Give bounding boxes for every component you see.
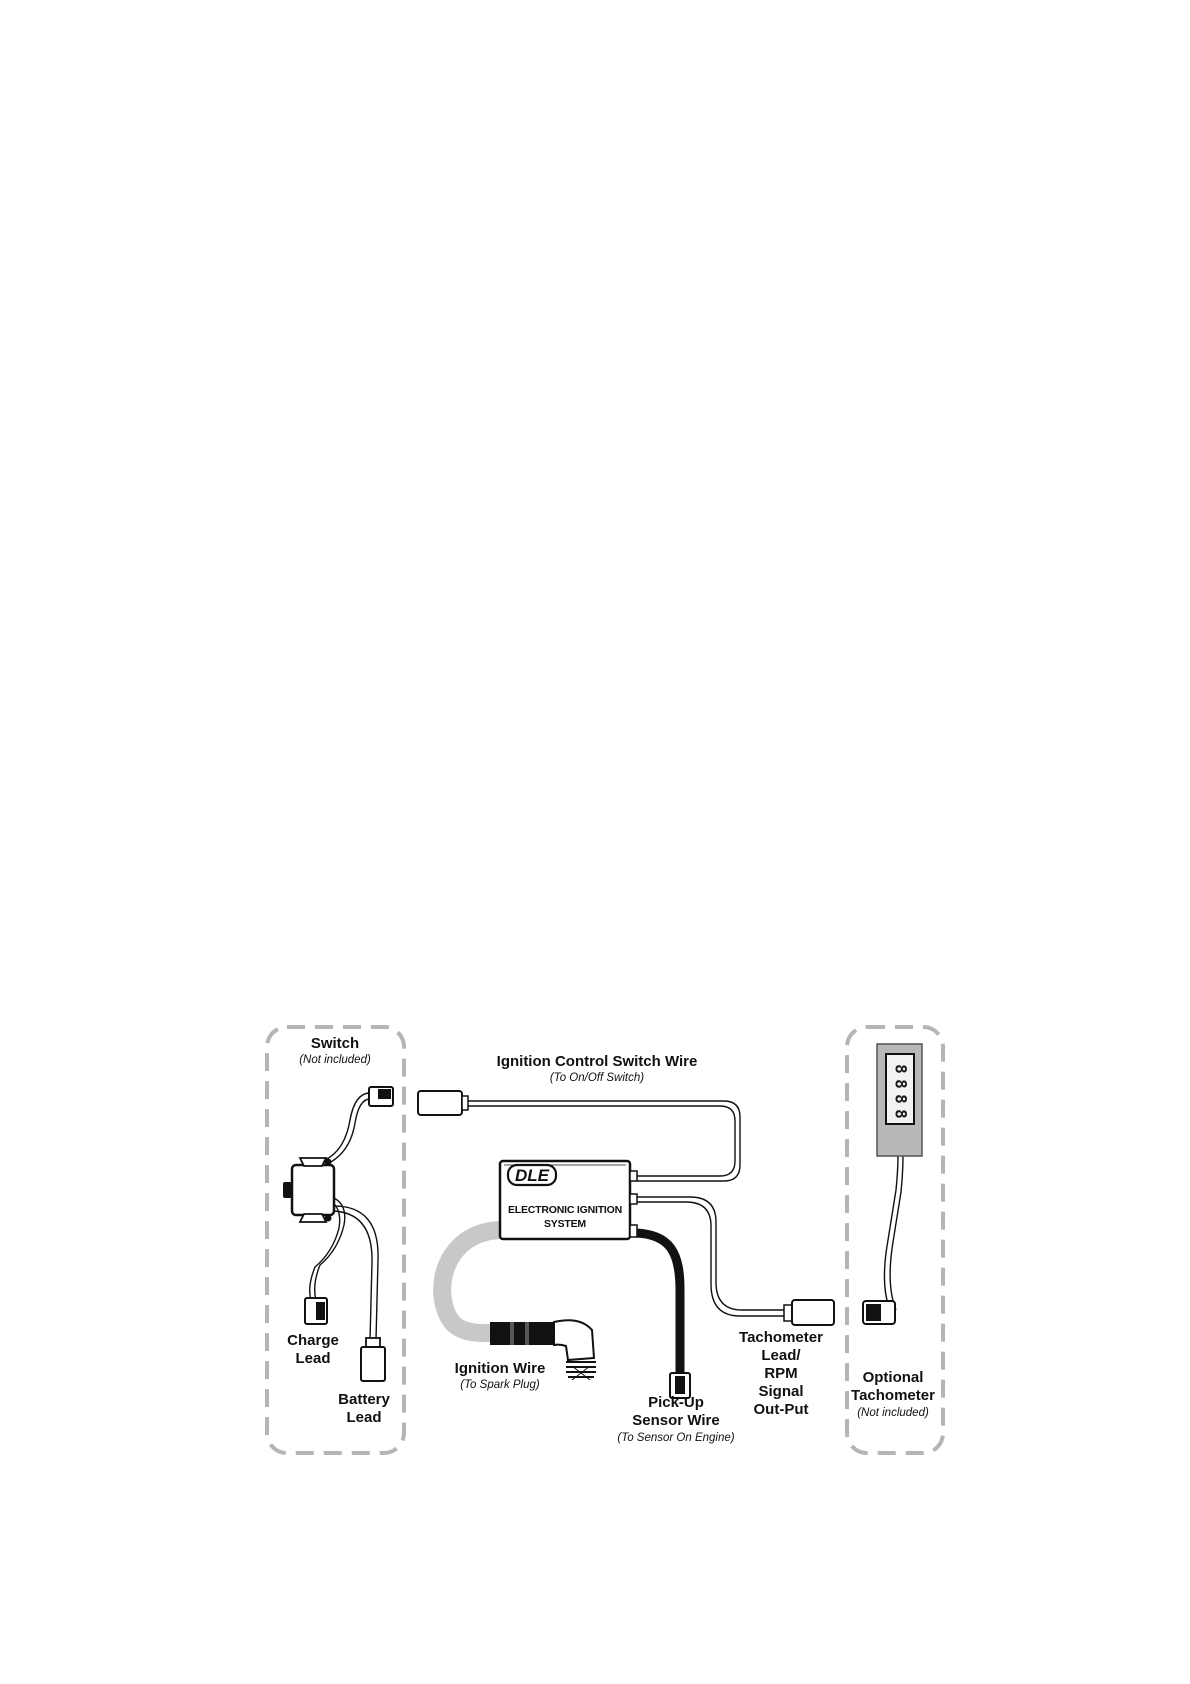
ignition-wire-note: (To Spark Plug) xyxy=(460,1378,539,1392)
optional-tachometer-note: (Not included) xyxy=(857,1406,929,1420)
tachometer-wire xyxy=(884,1155,903,1310)
ignition-module: DLE ELECTRONIC IGNITION SYSTEM xyxy=(500,1161,637,1239)
optional-tachometer-label: Optional Tachometer xyxy=(851,1369,935,1405)
tachometer-lead-label: Tachometer Lead/ RPM Signal Out-Put xyxy=(739,1329,823,1419)
battery-lead-connector xyxy=(361,1338,385,1381)
pickup-sensor-wire-cable xyxy=(630,1233,680,1375)
tach-digit-4: 8 xyxy=(892,1109,911,1119)
tachometer-connector xyxy=(863,1301,895,1324)
tach-digit-3: 8 xyxy=(892,1094,911,1104)
ignition-control-connector xyxy=(418,1091,468,1115)
switch-body xyxy=(283,1158,334,1222)
module-logo: DLE xyxy=(515,1166,550,1185)
switch-note: (Not included) xyxy=(299,1053,371,1067)
charge-lead-label: Charge Lead xyxy=(287,1332,339,1368)
switch-connector xyxy=(369,1087,393,1106)
tachometer-lead-connector xyxy=(784,1300,834,1325)
tachometer-lead-wire xyxy=(637,1197,790,1316)
pickup-sensor-wire-label: Pick-Up Sensor Wire xyxy=(632,1394,719,1430)
ignition-wire-label: Ignition Wire xyxy=(455,1360,546,1378)
tach-digit-2: 8 xyxy=(892,1079,911,1089)
ignition-wire-cable xyxy=(442,1230,500,1333)
module-title-line1: ELECTRONIC IGNITION xyxy=(508,1204,622,1216)
pickup-sensor-wire-note: (To Sensor On Engine) xyxy=(617,1431,734,1445)
ignition-control-switch-wire-note: (To On/Off Switch) xyxy=(550,1071,644,1085)
switch-label: Switch xyxy=(311,1035,359,1053)
ignition-control-switch-wire-label: Ignition Control Switch Wire xyxy=(497,1053,698,1071)
module-title-line2: SYSTEM xyxy=(544,1218,586,1230)
charge-lead-connector xyxy=(305,1298,327,1324)
tach-digit-1: 8 xyxy=(892,1064,911,1074)
battery-lead-label: Battery Lead xyxy=(338,1391,390,1427)
